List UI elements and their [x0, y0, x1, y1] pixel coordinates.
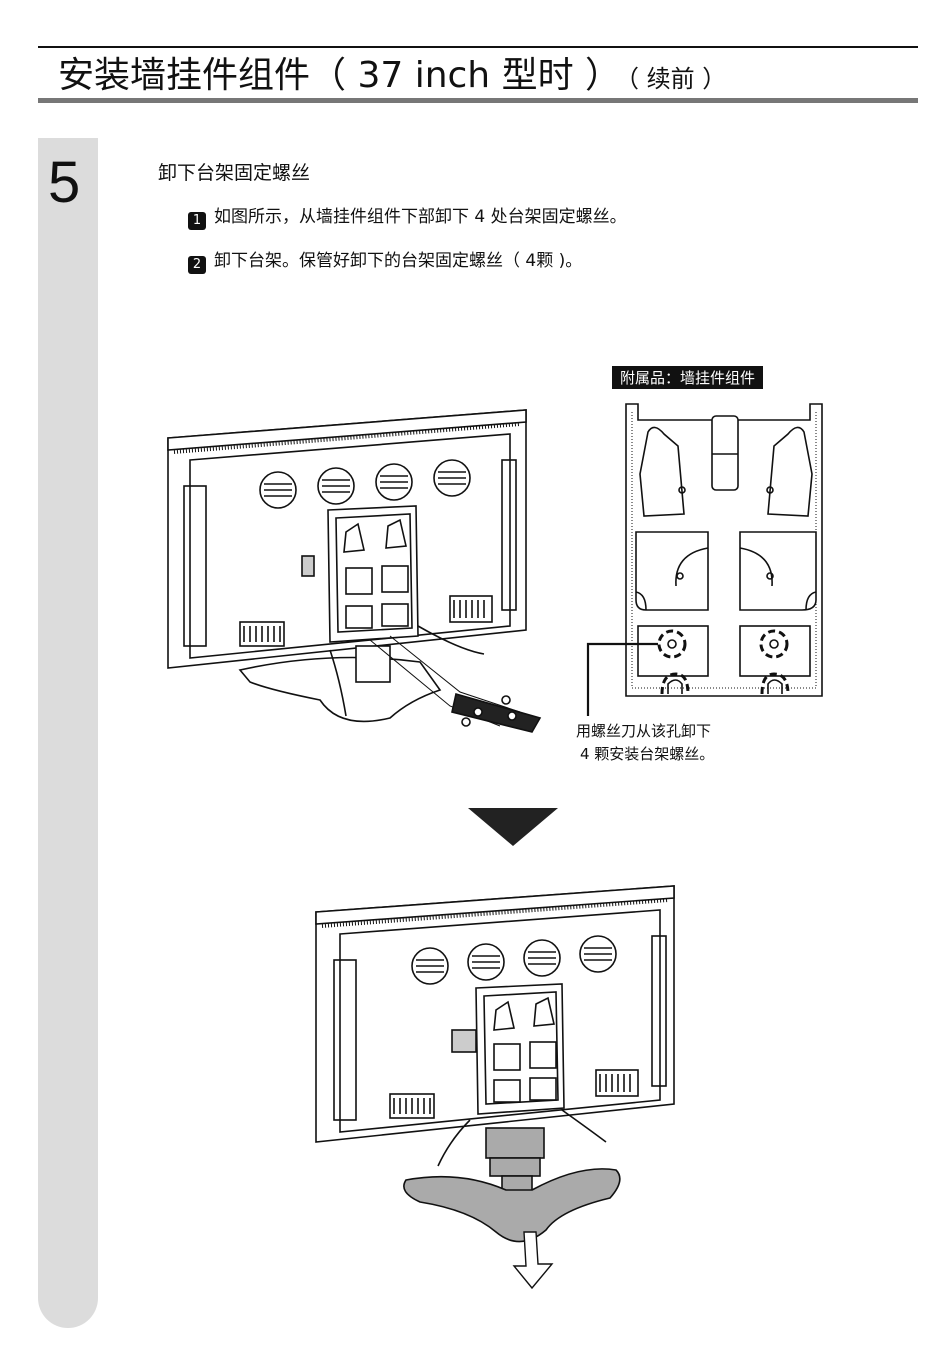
accessory-note-line-2: 4 颗安装台架螺丝。 [576, 743, 714, 766]
accessory-label: 附属品：墙挂件组件 [612, 366, 763, 389]
tv-rear-illustration-1 [160, 400, 550, 740]
header-top-rule [38, 46, 918, 48]
step-heading: 卸下台架固定螺丝 [158, 158, 310, 185]
tv-rear-illustration-2 [310, 880, 690, 1300]
substep-1: 1 如图所示，从墙挂件组件下部卸下 4 处台架固定螺丝。 [188, 202, 627, 230]
substep-1-text: 如图所示，从墙挂件组件下部卸下 4 处台架固定螺丝。 [214, 207, 627, 227]
substep-1-badge: 1 [188, 212, 206, 230]
step-sidebar [38, 138, 98, 1328]
wall-mount-bracket-diagram [624, 398, 830, 708]
page-title-text: 安装墙挂件组件（ 37 inch 型时 ） [58, 55, 621, 96]
substep-2-text: 卸下台架。保管好卸下的台架固定螺丝（ 4颗 )。 [214, 251, 582, 271]
accessory-note-line-1: 用螺丝刀从该孔卸下 [576, 720, 714, 743]
step-number: 5 [48, 150, 80, 216]
page-title: 安装墙挂件组件（ 37 inch 型时 ）（ 续前 ） [58, 54, 726, 101]
page-title-suffix: （ 续前 ） [627, 65, 726, 93]
substep-2: 2 卸下台架。保管好卸下的台架固定螺丝（ 4颗 )。 [188, 246, 582, 274]
header-underline [38, 98, 918, 103]
down-arrow-icon [468, 808, 558, 848]
substep-2-badge: 2 [188, 256, 206, 274]
